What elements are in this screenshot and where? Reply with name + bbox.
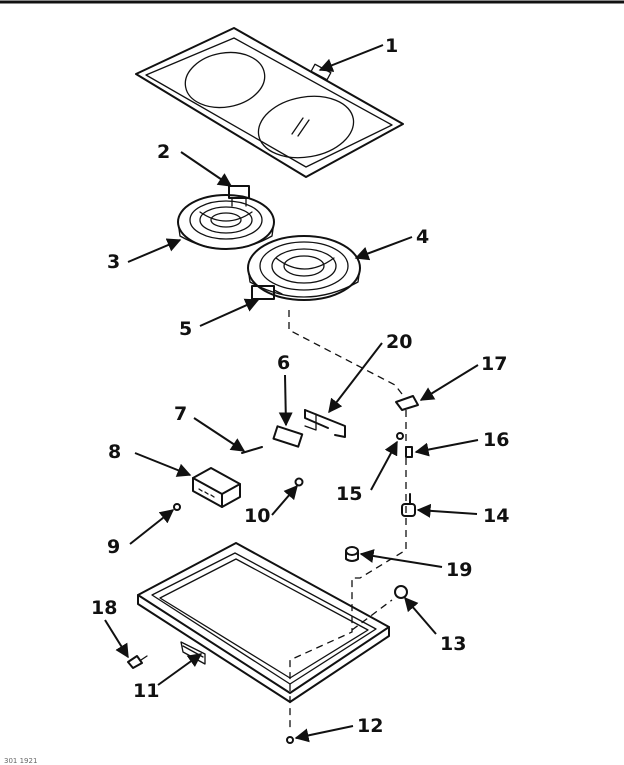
footer-code: 301 1921	[4, 757, 37, 765]
callout-2: 2	[157, 141, 170, 163]
nut-icon	[294, 477, 304, 487]
connector-icon	[401, 493, 416, 517]
terminal-block-icon	[192, 467, 241, 508]
callout-8: 8	[108, 441, 121, 463]
screw-icon	[394, 585, 408, 599]
bracket-tab-icon	[395, 395, 419, 411]
callout-5: 5	[179, 318, 192, 340]
bushing-icon	[345, 546, 359, 562]
callout-6: 6	[277, 352, 290, 374]
callout-17: 17	[481, 353, 507, 375]
callout-16: 16	[483, 429, 509, 451]
callout-12: 12	[357, 715, 383, 737]
sleeve-icon	[405, 446, 413, 458]
large-heating-element-icon	[247, 235, 361, 301]
screw-icon	[173, 503, 181, 511]
small-heating-element-icon	[177, 185, 275, 250]
wire-dashed-line	[351, 599, 393, 631]
callout-15: 15	[336, 483, 362, 505]
bracket-icon	[304, 409, 346, 438]
clip-icon	[241, 446, 263, 454]
callout-14: 14	[483, 505, 509, 527]
callout-18: 18	[91, 597, 117, 619]
callout-10: 10	[244, 505, 270, 527]
insulator-icon	[272, 425, 304, 448]
callout-1: 1	[385, 35, 398, 57]
callout-7: 7	[174, 403, 187, 425]
cooktop-frame-icon	[137, 542, 390, 703]
callout-3: 3	[107, 251, 120, 273]
wire-dashed-line	[288, 310, 403, 395]
callout-11: 11	[133, 680, 159, 702]
callout-9: 9	[107, 536, 120, 558]
screw-icon	[286, 736, 294, 744]
callout-20: 20	[386, 331, 412, 353]
glass-cooktop-icon	[135, 27, 404, 178]
screw-icon	[127, 655, 148, 669]
callout-4: 4	[416, 226, 429, 248]
callout-19: 19	[446, 559, 472, 581]
callout-13: 13	[440, 633, 466, 655]
screw-icon	[396, 432, 404, 440]
leader-lines	[104, 44, 479, 743]
